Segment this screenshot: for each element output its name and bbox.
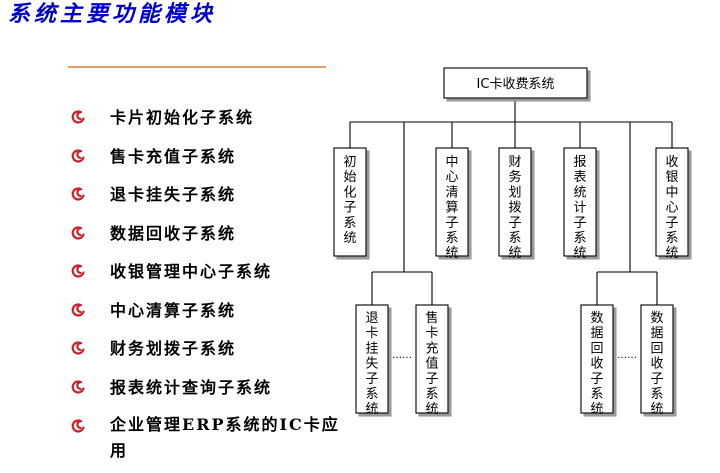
module-node-label: 中心清算子系统 <box>445 155 458 261</box>
submodule-node-label: 数据回收子系统 <box>590 311 603 417</box>
module-node-label: 初始化子系统 <box>343 155 356 246</box>
swirl-bullet-icon <box>71 187 85 201</box>
submodule-nodes: 退卡挂失子系统 售卡充值子系统 数据回收子系统 数据回收子系统 <box>355 304 674 417</box>
submodule-node-label: 退卡挂失子系统 <box>365 311 378 417</box>
root-node: IC卡收费系统 <box>443 67 588 99</box>
swirl-bullet-icon <box>71 303 85 317</box>
page-title: 系统主要功能模块 <box>8 1 217 27</box>
module-node-label: 财务划拨子系统 <box>508 155 521 261</box>
connector-lines <box>349 98 673 305</box>
feature-label: 收银管理中心子系统 <box>110 262 273 281</box>
module-nodes: 初始化子系统 中心清算子系统 财务划拨子系统 报表统计子系统 收银中心子系统 <box>333 147 689 261</box>
right-ellipsis: …… <box>617 350 637 361</box>
title-divider <box>68 66 326 68</box>
feature-label: 企业管理ERP系统的IC卡应用 <box>110 415 340 460</box>
swirl-bullet-icon <box>71 419 85 433</box>
feature-label: 中心清算子系统 <box>110 301 237 320</box>
root-node-label: IC卡收费系统 <box>477 77 555 92</box>
feature-label: 数据回收子系统 <box>110 224 237 243</box>
feature-label: 财务划拨子系统 <box>110 339 237 358</box>
swirl-bullet-icon <box>71 341 85 355</box>
feature-label: 卡片初始化子系统 <box>110 108 255 127</box>
swirl-bullet-icon <box>71 264 85 278</box>
swirl-bullet-icon <box>71 380 85 394</box>
swirl-bullet-icon <box>71 110 85 124</box>
module-node-label: 收银中心子系统 <box>665 155 678 261</box>
feature-label: 报表统计查询子系统 <box>110 378 273 397</box>
swirl-bullet-icon <box>71 226 85 240</box>
submodule-node-label: 售卡充值子系统 <box>425 310 438 417</box>
submodule-node-label: 数据回收子系统 <box>650 311 663 417</box>
feature-label: 退卡挂失子系统 <box>110 185 237 204</box>
feature-label: 售卡充值子系统 <box>110 147 237 166</box>
left-ellipsis: …… <box>392 350 412 361</box>
swirl-bullet-icon <box>71 149 85 163</box>
module-node-label: 报表统计子系统 <box>573 155 586 261</box>
